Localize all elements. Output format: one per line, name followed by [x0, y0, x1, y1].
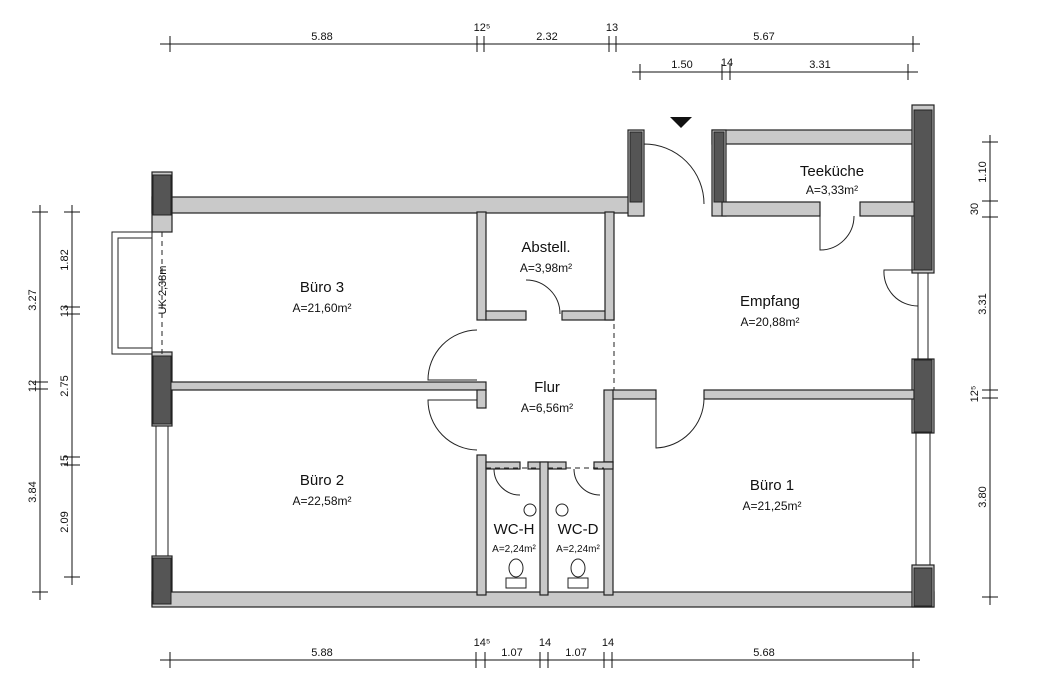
- room-area-empfang: A=20,88m²: [740, 315, 799, 329]
- room-name-abstell: Abstell.: [521, 239, 570, 256]
- dim-left-inner-0: 1.82: [59, 249, 71, 270]
- room-area-buero1: A=21,25m²: [742, 499, 801, 513]
- dim-right-4: 3.80: [977, 486, 989, 507]
- dim-top2-0: 1.50: [671, 59, 692, 71]
- walls: [151, 104, 935, 608]
- dim-bottom-4: 1.07: [565, 647, 586, 659]
- window-bay: UK 2,38m: [111, 231, 169, 355]
- dim-left-outer-1: 12: [27, 380, 39, 392]
- room-labels: Büro 3 A=21,60m² Büro 2 A=22,58m² Abstel…: [292, 163, 864, 555]
- room-area-flur: A=6,56m²: [521, 401, 573, 415]
- room-name-teekueche: Teeküche: [800, 163, 864, 180]
- dim-right-0: 1.10: [977, 161, 989, 182]
- dim-top-3: 13: [606, 22, 618, 34]
- sink-icon: [523, 503, 537, 517]
- toilet-tank-icon: [567, 577, 589, 589]
- room-name-wch: WC-H: [494, 521, 535, 538]
- room-name-empfang: Empfang: [740, 293, 800, 310]
- dim-bottom-5: 14: [602, 637, 614, 649]
- doors: [427, 143, 919, 496]
- room-name-buero2: Büro 2: [300, 472, 344, 489]
- toilet-icon: [508, 558, 524, 578]
- dim-left-inner-2: 2.75: [59, 375, 71, 396]
- room-name-wcd: WC-D: [558, 521, 599, 538]
- dim-left-outer-0: 3.27: [27, 289, 39, 310]
- dim-bottom-3: 14: [539, 637, 551, 649]
- dim-top2-2: 3.31: [809, 59, 830, 71]
- entrance-arrow-icon: [670, 117, 692, 128]
- room-area-buero3: A=21,60m²: [292, 301, 351, 315]
- room-area-teekueche: A=3,33m²: [806, 183, 858, 197]
- room-name-buero1: Büro 1: [750, 477, 794, 494]
- dim-bottom-2: 1.07: [501, 647, 522, 659]
- sink-icon: [555, 503, 569, 517]
- dim-left-inner-3: 15: [59, 455, 71, 467]
- dim-top-2: 2.32: [536, 31, 557, 43]
- dim-left-inner-4: 2.09: [59, 511, 71, 532]
- dim-bottom-6: 5.68: [753, 647, 774, 659]
- dim-top-4: 5.67: [753, 31, 774, 43]
- room-area-buero2: A=22,58m²: [292, 494, 351, 508]
- dim-top-1: 12⁵: [474, 22, 491, 34]
- room-name-buero3: Büro 3: [300, 279, 344, 296]
- dim-left-inner-1: 13: [59, 305, 71, 317]
- toilet-tank-icon: [505, 577, 527, 589]
- dim-bottom-0: 5.88: [311, 647, 332, 659]
- dim-right-1: 30: [969, 203, 981, 215]
- room-name-flur: Flur: [534, 379, 560, 396]
- dim-right-2: 3.31: [977, 293, 989, 314]
- room-area-wcd: A=2,24m²: [556, 544, 600, 555]
- dim-top2-1: 14: [721, 57, 733, 69]
- dimension-texts: 5.88 12⁵ 2.32 13 5.67 1.50 14 3.31 5.88 …: [27, 22, 989, 659]
- dim-bottom-1: 14⁵: [474, 637, 491, 649]
- room-area-wch: A=2,24m²: [492, 544, 536, 555]
- dim-top-0: 5.88: [311, 31, 332, 43]
- room-area-abstell: A=3,98m²: [520, 261, 572, 275]
- window-sill-label: UK 2,38m: [157, 266, 169, 315]
- sanitary-fixtures: [505, 503, 589, 589]
- toilet-icon: [570, 558, 586, 578]
- dim-left-outer-2: 3.84: [27, 481, 39, 502]
- dim-right-3: 12⁵: [969, 386, 981, 403]
- dimension-lines: [32, 36, 998, 668]
